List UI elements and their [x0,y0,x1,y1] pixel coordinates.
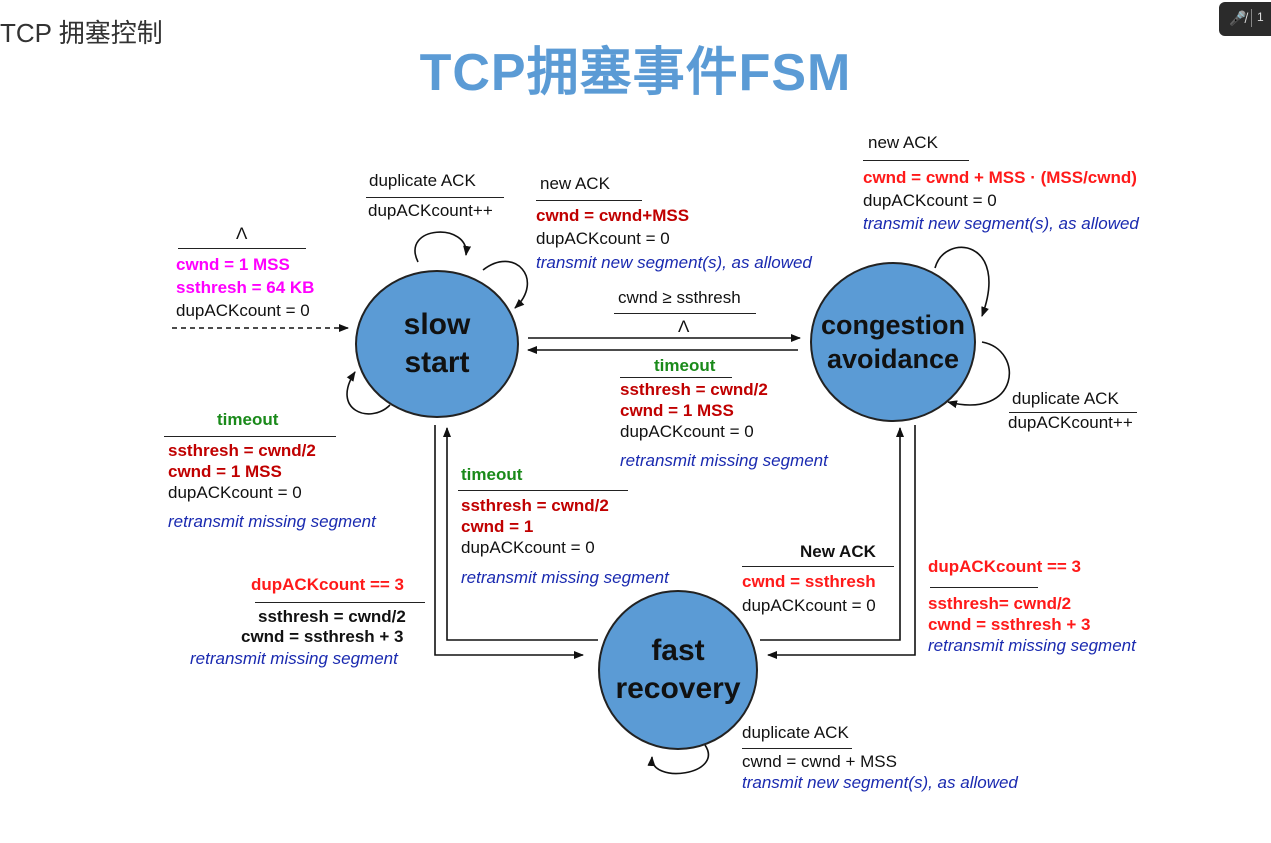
ca-to-ss-action-cwnd: cwnd = 1 MSS [620,401,734,420]
ss-to-ca-action: Λ [678,317,690,336]
ca-to-ss-event: timeout [654,356,716,375]
ss-new-action-cwnd: cwnd = cwnd+MSS [536,206,690,225]
arrow-ca-to-fr [767,425,916,659]
fr-to-ss-divider [458,490,628,491]
ss-to-ca-event: cwnd ≥ ssthresh [618,288,741,307]
ss-dup-divider [366,197,504,198]
ss-timeout-divider [164,436,336,437]
ss-to-ca-divider [614,313,756,314]
fr-to-ca-divider [742,566,894,567]
ca-to-ss-action-retransmit: retransmit missing segment [620,451,828,470]
fr-to-ss-action-dupack: dupACKcount = 0 [461,538,595,557]
ss-to-fr-event: dupACKcount == 3 [251,575,405,594]
arrow-fr-to-ca [760,427,904,641]
ca-to-ss-divider [620,377,732,378]
arrow-fr-to-ss [443,427,598,641]
ca-to-fr-action-retransmit: retransmit missing segment [928,636,1136,655]
state-fast-recovery-label: fast recovery [615,634,741,705]
fr-to-ca-event: New ACK [800,542,876,561]
fr-to-ss-action-cwnd: cwnd = 1 [461,517,534,536]
loop-fr-dup [647,744,709,775]
init-action-ssthresh: ssthresh = 64 KB [176,278,315,297]
init-action-dupack: dupACKcount = 0 [176,301,310,320]
ss-dup-action: dupACKcount++ [368,201,493,220]
fr-to-ca-action-dupack: dupACKcount = 0 [742,596,876,615]
ca-new-action-dupack: dupACKcount = 0 [863,191,997,210]
ss-timeout-action-ssthresh: ssthresh = cwnd/2 [168,441,316,460]
arrow-ss-to-fr [434,425,584,659]
ca-dup-event: duplicate ACK [1012,389,1119,408]
ss-new-event: new ACK [540,174,610,193]
ca-new-action-transmit: transmit new segment(s), as allowed [863,214,1139,233]
ss-new-action-dupack: dupACKcount = 0 [536,229,670,248]
ca-dup-action: dupACKcount++ [1008,413,1133,432]
loop-ca-dup [947,341,1011,409]
fr-to-ss-action-retransmit: retransmit missing segment [461,568,669,587]
loop-ca-new [934,246,990,317]
ca-new-divider [863,160,969,161]
fr-to-ss-event: timeout [461,465,523,484]
fr-to-ca-action-cwnd: cwnd = ssthresh [742,572,876,591]
ss-to-fr-action-ssthresh: ssthresh = cwnd/2 [258,607,406,626]
ca-to-fr-action-cwnd: cwnd = ssthresh + 3 [928,615,1091,634]
widget-divider [1251,9,1252,27]
ca-to-fr-divider [930,587,1038,588]
loop-ss-timeout [346,371,391,415]
init-event: Λ [236,224,248,243]
loop-ss-dup [414,231,472,263]
mic-muted-icon[interactable]: 🎤̸ [1229,10,1247,26]
state-fast-recovery: fast recovery [598,590,758,750]
slide-title: TCP拥塞事件FSM [419,44,852,102]
ss-to-fr-action-retransmit: retransmit missing segment [190,649,398,668]
ca-to-ss-action-dupack: dupACKcount = 0 [620,422,754,441]
ss-timeout-action-dupack: dupACKcount = 0 [168,483,302,502]
fr-dup-event: duplicate ACK [742,723,849,742]
loop-ss-new [482,260,528,309]
ca-new-action-cwnd: cwnd = cwnd + MSS · (MSS/cwnd) [863,168,1137,187]
init-action-cwnd: cwnd = 1 MSS [176,255,290,274]
ca-dup-divider [1009,412,1137,413]
ca-to-fr-action-ssthresh: ssthresh= cwnd/2 [928,594,1072,613]
ss-timeout-action-cwnd: cwnd = 1 MSS [168,462,282,481]
ca-to-fr-event: dupACKcount == 3 [928,557,1082,576]
ss-new-action-transmit: transmit new segment(s), as allowed [536,253,812,272]
state-congestion-avoidance: congestion avoidance [810,262,976,422]
ss-timeout-event: timeout [217,410,279,429]
fr-dup-action-transmit: transmit new segment(s), as allowed [742,773,1018,792]
ss-to-fr-action-cwnd: cwnd = ssthresh + 3 [241,627,404,646]
init-divider [178,248,306,249]
ss-timeout-action-retransmit: retransmit missing segment [168,512,376,531]
ca-new-event: new ACK [868,133,938,152]
fr-to-ss-action-ssthresh: ssthresh = cwnd/2 [461,496,609,515]
ss-dup-event: duplicate ACK [369,171,476,190]
fr-dup-divider [742,748,852,749]
ss-new-divider [536,200,642,201]
fr-dup-action-cwnd: cwnd = cwnd + MSS [742,752,897,771]
course-title: TCP 拥塞控制 [0,18,163,48]
mic-widget[interactable]: 🎤̸ 1 [1219,2,1271,36]
state-congestion-avoidance-label: congestion avoidance [820,310,965,374]
state-slow-start-label: slow start [403,308,471,379]
ca-to-ss-action-ssthresh: ssthresh = cwnd/2 [620,380,768,399]
ss-to-fr-divider [255,602,425,603]
widget-text: 1 [1257,10,1264,24]
state-slow-start: slow start [355,270,519,418]
